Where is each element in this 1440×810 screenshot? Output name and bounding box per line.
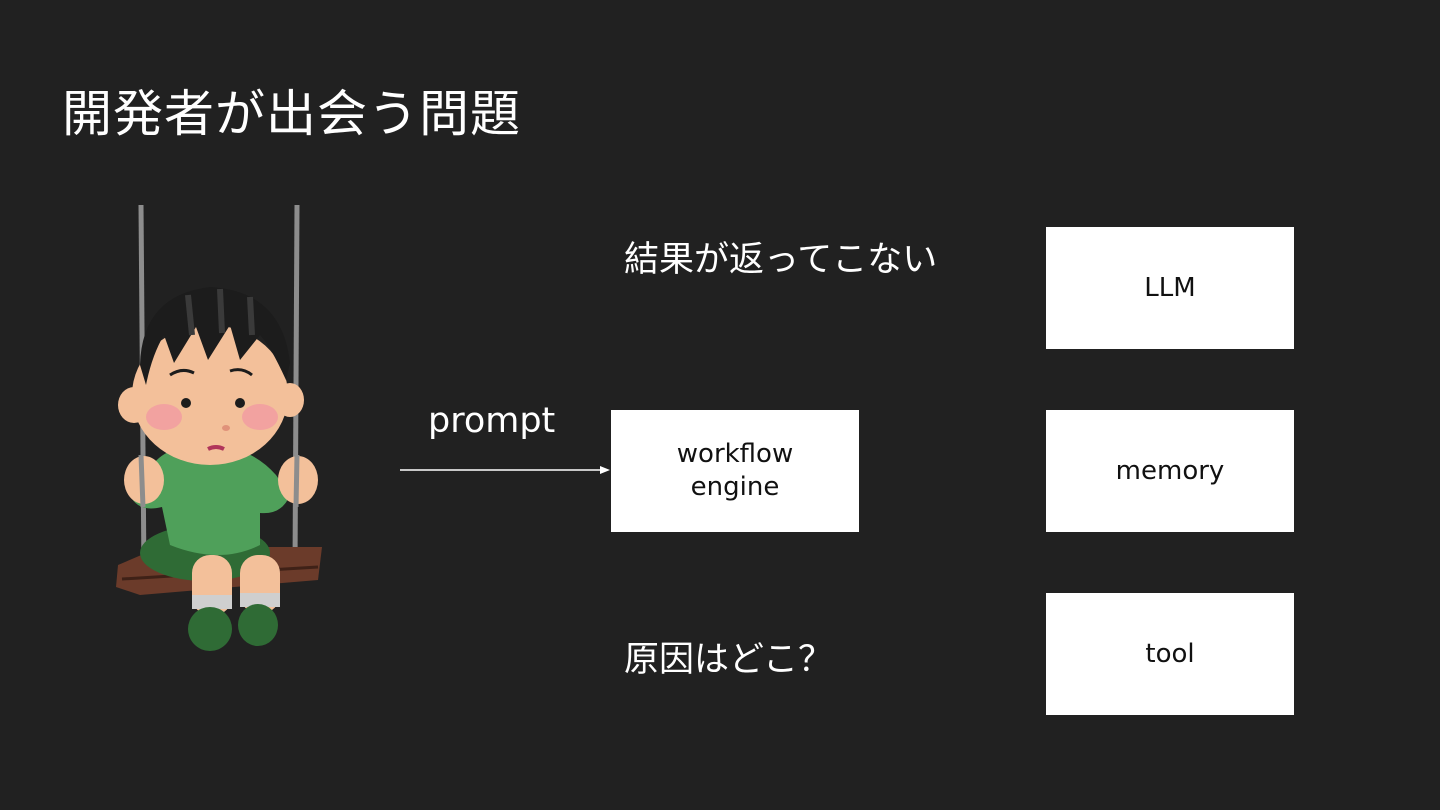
llm-box: LLM xyxy=(1046,227,1294,349)
note-no-result: 結果が返ってこない xyxy=(624,240,938,280)
workflow-engine-box: workflow engine xyxy=(611,410,859,532)
tool-label: tool xyxy=(1145,638,1195,669)
boy-on-swing-icon xyxy=(116,204,322,651)
llm-label: LLM xyxy=(1144,272,1196,303)
workflow-engine-label: workflow engine xyxy=(676,439,794,502)
tool-box: tool xyxy=(1046,593,1294,715)
page-title: 開発者が出会う問題 xyxy=(62,85,521,143)
prompt-label: prompt xyxy=(428,401,556,441)
memory-box: memory xyxy=(1046,410,1294,532)
note-where-cause: 原因はどこ？ xyxy=(624,640,833,680)
memory-label: memory xyxy=(1115,455,1225,486)
